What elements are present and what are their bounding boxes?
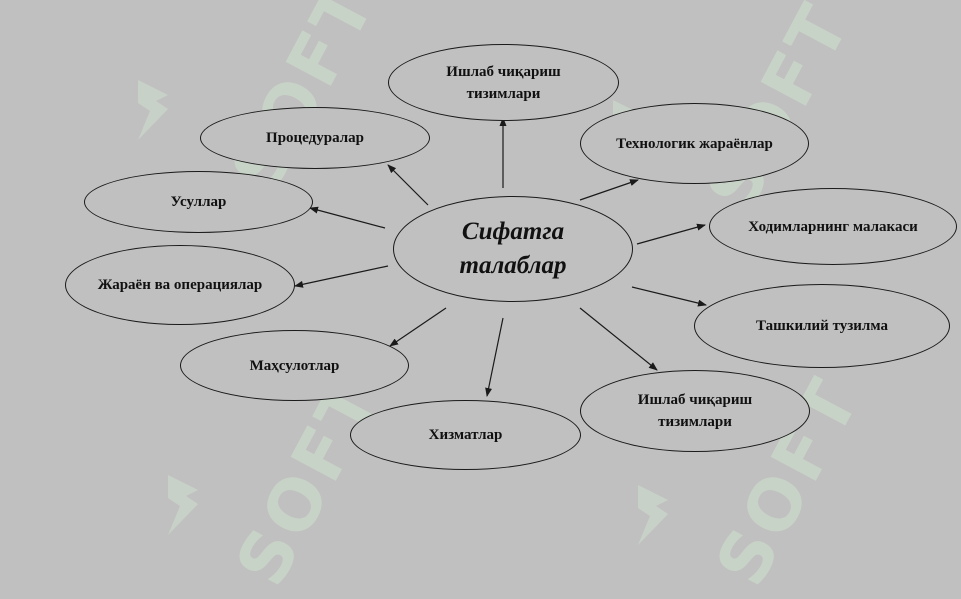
node-production-systems-bottom: Ишлаб чиқариш тизимлари bbox=[580, 370, 810, 452]
node-methods: Усуллар bbox=[84, 171, 313, 233]
node-production-systems-top: Ишлаб чиқариш тизимлари bbox=[388, 44, 619, 121]
node-line2: тизимлари bbox=[658, 414, 732, 430]
node-label: Технологик жараёнлар bbox=[616, 135, 773, 152]
arrow-to-production-bottom bbox=[579, 307, 658, 371]
center-node-line1: Сифатга bbox=[461, 218, 565, 245]
node-label: Жараён ва операциялар bbox=[97, 277, 263, 293]
center-node-line2: талаблар bbox=[459, 252, 567, 279]
watermark-logo-icon bbox=[638, 485, 668, 545]
node-technological-processes: Технологик жараёнлар bbox=[580, 103, 809, 184]
arrow-to-processes bbox=[294, 265, 389, 288]
node-label: Процедуралар bbox=[266, 130, 364, 146]
node-line1: Ишлаб чиқариш bbox=[637, 392, 753, 408]
arrow-to-methods bbox=[309, 206, 386, 229]
node-processes-operations: Жараён ва операциялар bbox=[65, 245, 295, 325]
node-label: Хизматлар bbox=[428, 427, 503, 443]
node-line1: Ишлаб чиқариш bbox=[446, 63, 561, 80]
node-label: Усуллар bbox=[170, 194, 227, 210]
arrow-to-staff bbox=[636, 223, 706, 245]
node-line2: тизимлари bbox=[466, 85, 541, 102]
node-products: Маҳсулотлар bbox=[180, 330, 409, 401]
arrow-to-services bbox=[485, 317, 504, 397]
watermark-logo-icon bbox=[168, 475, 198, 535]
node-org-structure: Ташкилий тузилма bbox=[694, 284, 950, 368]
node-label: Ташкилий тузилма bbox=[756, 318, 888, 334]
node-label: Ходимларнинг малакаси bbox=[748, 218, 918, 235]
node-staff-qualification: Ходимларнинг малакаси bbox=[709, 188, 957, 265]
node-label: Маҳсулотлар bbox=[249, 357, 340, 374]
arrow-to-technological bbox=[579, 179, 639, 201]
center-node-quality-requirements: Сифатга талаблар bbox=[393, 196, 633, 302]
arrow-to-org-structure bbox=[631, 286, 707, 307]
diagram-canvas: SOFT SOFT SOFT SOFT Сифатга талабла bbox=[65, 0, 957, 598]
arrow-to-procedures bbox=[387, 164, 429, 206]
connector-arrows bbox=[294, 117, 707, 397]
watermark-logo-icon bbox=[138, 80, 168, 140]
node-procedures: Процедуралар bbox=[200, 107, 430, 169]
arrow-to-products bbox=[389, 307, 447, 347]
node-services: Хизматлар bbox=[350, 400, 581, 470]
